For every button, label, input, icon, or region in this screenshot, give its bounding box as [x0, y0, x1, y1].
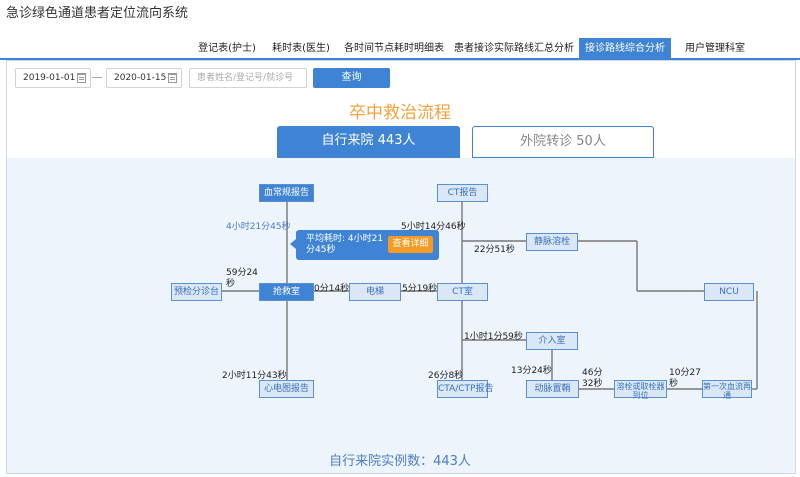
node-ct-report[interactable]: CT报告	[437, 184, 488, 202]
tooltip-text: 平均耗时: 4小时21分45秒	[306, 234, 384, 255]
time-triage-to-rescue: 59分24秒	[226, 268, 258, 289]
app-title: 急诊绿色通道患者定位流向系统	[6, 6, 189, 21]
end-date-field[interactable]: 2020-01-15	[106, 68, 182, 88]
time-ct-to-cta: 26分8秒	[428, 371, 464, 381]
node-artery-puncture[interactable]: 动脉置鞘	[526, 380, 579, 398]
tab-route-summary[interactable]: 患者接诊实际路线汇总分析	[454, 43, 574, 54]
tab-node-time-details[interactable]: 各时间节点耗时明细表	[344, 43, 444, 54]
node-ncu[interactable]: NCU	[704, 283, 754, 301]
node-ecg-report[interactable]: 心电图报告	[259, 380, 314, 398]
query-button[interactable]: 查询	[313, 68, 390, 88]
calendar-icon[interactable]	[77, 73, 86, 83]
tab-transfer[interactable]: 外院转诊 50人	[472, 126, 654, 158]
time-to-thrombolysis: 22分51秒	[474, 245, 515, 255]
tab-route-analysis[interactable]: 接诊路线综合分析	[579, 38, 671, 60]
time-rescue-to-blood: 4小时21分45秒	[226, 222, 291, 232]
avg-time-tooltip: 平均耗时: 4小时21分45秒 查看详细	[290, 230, 439, 260]
node-elevator[interactable]: 电梯	[349, 283, 401, 301]
search-input[interactable]	[189, 68, 307, 88]
node-rescue[interactable]: 抢救室	[259, 283, 314, 301]
node-cta-report[interactable]: CTA/CTP报告	[437, 380, 493, 398]
node-thrombolysis[interactable]: 静脉溶栓	[526, 233, 578, 251]
time-puncture-to-device: 46分32秒	[582, 368, 603, 389]
tab-user-dept[interactable]: 用户管理科室	[685, 43, 745, 54]
node-intervention[interactable]: 介入室	[526, 332, 578, 350]
flow-diagram	[7, 158, 795, 473]
tab-self-arrival[interactable]: 自行来院 443人	[277, 126, 460, 158]
tab-doctor-timing[interactable]: 耗时表(医生)	[272, 43, 330, 54]
main-nav: 登记表(护士) 耗时表(医生) 各时间节点耗时明细表 患者接诊实际路线汇总分析 …	[0, 38, 800, 60]
time-ct-to-intervention: 1小时1分59秒	[464, 332, 523, 342]
date-separator	[92, 77, 102, 78]
calendar-icon[interactable]	[168, 73, 177, 83]
time-device-to-reperfusion: 10分27秒	[669, 368, 701, 389]
time-rescue-to-elevator: 0分14秒	[314, 284, 350, 294]
start-date-field[interactable]: 2019-01-01	[15, 68, 91, 88]
node-blood-report[interactable]: 血常规报告	[259, 184, 314, 202]
end-date-value: 2020-01-15	[114, 73, 167, 83]
time-rescue-to-ecg: 2小时11分43秒	[222, 371, 287, 381]
tab-nurse-registration[interactable]: 登记表(护士)	[198, 43, 256, 54]
flow-title: 卒中救治流程	[349, 103, 451, 123]
start-date-value: 2019-01-01	[23, 73, 76, 83]
node-ct-room[interactable]: CT室	[437, 283, 488, 301]
node-triage[interactable]: 预检分诊台	[171, 283, 222, 301]
node-first-reperfusion[interactable]: 第一次血流再通	[702, 380, 752, 400]
time-ct-to-ctreport: 5小时14分46秒	[401, 222, 466, 232]
time-elevator-to-ct: 5分19秒	[402, 284, 438, 294]
time-interv-to-puncture: 13分24秒	[511, 366, 552, 376]
node-device-in-place[interactable]: 溶栓或取栓器到位	[614, 380, 667, 400]
view-details-button[interactable]: 查看详细	[388, 236, 433, 253]
instance-count: 自行来院实例数：443人	[329, 454, 471, 469]
